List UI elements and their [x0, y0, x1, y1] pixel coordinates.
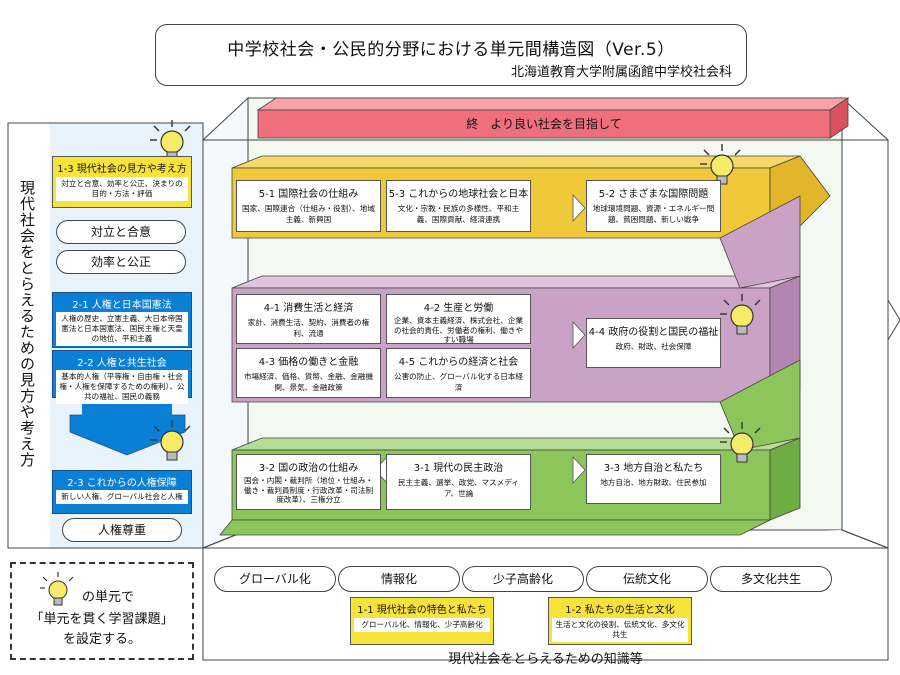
unit-1-1-body: グローバル化、情報化、少子高齢化: [354, 618, 490, 632]
base-oval-aging: 少子高齢化: [462, 566, 584, 592]
unit-1-2-body: 生活と文化の役割、伝統文化、多文化共生: [552, 618, 688, 642]
legend-line-1: の単元で: [82, 590, 135, 605]
unit-4-3-title: 4-3 価格の働きと金融: [258, 357, 359, 368]
left-side-label: 現代社会をとらえるための見方や考え方: [18, 180, 36, 468]
unit-4-2: 4-2 生産と労働 企業、資本主義経済、株式会社、企業の社会的責任、労働者の権利…: [386, 294, 531, 344]
unit-2-3-title: 2-3 これからの人権保障: [67, 478, 177, 489]
legend-line-3: を設定する。: [62, 632, 141, 647]
lightbulb-icon: [720, 422, 761, 463]
unit-1-2-title: 1-2 私たちの生活と文化: [565, 605, 675, 616]
oval-conflict-agreement: 対立と合意: [56, 220, 186, 244]
legend-line-2: 「単元を貫く学習課題」: [30, 612, 174, 627]
unit-4-4: 4-4 政府の役割と国民の福祉 政府、財政、社会保障: [586, 318, 721, 368]
unit-3-1-body: 民主主義、選挙、政党、マスメディア、世論: [398, 478, 519, 498]
unit-2-3: 2-3 これからの人権保障 新しい人権、グローバル社会と人権: [52, 470, 192, 514]
unit-5-1-body: 国家、国際連合（仕組み・役割）、地域主義、新興国: [242, 204, 375, 224]
unit-2-3-body: 新しい人権、グローバル社会と人権: [56, 490, 188, 504]
unit-5-2: 5-2 さまざまな国際問題 地球環境問題、資源・エネルギー問題、貧困問題、新しい…: [586, 180, 721, 232]
unit-2-1: 2-1 人権と日本国憲法 人権の歴史、立憲主義、大日本帝国憲法と日本国憲法、国民…: [52, 292, 192, 348]
unit-1-2: 1-2 私たちの生活と文化 生活と文化の役割、伝統文化、多文化共生: [548, 597, 692, 645]
unit-4-1-title: 4-1 消費生活と経済: [263, 303, 354, 314]
unit-4-3: 4-3 価格の働きと金融 市場経済、価格、貨幣、金融、金融機関、景気、金融政策: [236, 348, 381, 398]
page-subtitle: 北海道教育大学附属函館中学校社会科: [510, 65, 732, 80]
unit-3-1: 3-1 現代の民主政治 民主主義、選挙、政党、マスメディア、世論: [386, 454, 531, 510]
unit-4-2-title: 4-2 生産と労働: [423, 303, 494, 314]
unit-1-3: 1-3 現代社会の見方や考え方 対立と合意、効率と公正、決まりの目的・方法・評価: [52, 156, 192, 208]
oval-human-rights: 人権尊重: [62, 518, 182, 542]
unit-4-5-title: 4-5 これからの経済と社会: [398, 357, 519, 368]
unit-3-1-title: 3-1 現代の民主政治: [413, 463, 504, 474]
base-oval-multiculture: 多文化共生: [710, 566, 832, 592]
base-label: 現代社会をとらえるための知識等: [448, 652, 643, 667]
oval-efficiency-fairness: 効率と公正: [56, 250, 186, 274]
unit-4-3-body: 市場経済、価格、貨幣、金融、金融機関、景気、金融政策: [243, 372, 374, 392]
unit-2-2: 2-2 人権と共生社会 基本的人権（平等権・自由権・社会権・人権を保障するための…: [52, 350, 192, 404]
lightbulb-icon: [720, 294, 761, 335]
unit-3-3-body: 地方自治、地方財政、住民参加: [600, 478, 707, 487]
title-box: 中学校社会・公民的分野における単元間構造図（Ver.5） 北海道教育大学附属函館…: [155, 24, 747, 86]
unit-5-3-title: 5-3 これからの地球社会と日本: [388, 189, 529, 200]
unit-5-2-body: 地球環境問題、資源・エネルギー問題、貧困問題、新しい戦争: [592, 204, 715, 224]
base-oval-tradition: 伝統文化: [586, 566, 708, 592]
unit-3-3: 3-3 地方自治と私たち 地方自治、地方財政、住民参加: [586, 454, 721, 504]
unit-4-2-body: 企業、資本主義経済、株式会社、企業の社会的責任、労働者の権利、働きやすい職場: [393, 316, 524, 344]
unit-2-2-title: 2-2 人権と共生社会: [77, 358, 167, 369]
unit-5-1-title: 5-1 国際社会の仕組み: [258, 189, 359, 200]
unit-3-2-body: 国会・内閣・裁判所（地位・仕組み・働き・裁判員制度・行政改革・司法制度改革）、三…: [243, 476, 374, 504]
unit-4-4-title: 4-4 政府の役割と国民の福祉: [588, 327, 719, 338]
unit-4-1-body: 家計、消費生活、契約、消費者の権利、流通: [247, 318, 370, 338]
unit-4-5: 4-5 これからの経済と社会 公害の防止、グローバル化する日本経済: [386, 348, 531, 398]
unit-2-2-body: 基本的人権（平等権・自由権・社会権・人権を保障するための権利）、公共の福祉、国民…: [56, 370, 188, 404]
base-oval-information: 情報化: [338, 566, 460, 592]
unit-4-5-body: 公害の防止、グローバル化する日本経済: [393, 372, 524, 392]
top-banner: 終 より良い社会を目指して: [466, 117, 622, 131]
unit-1-3-title: 1-3 現代社会の見方や考え方: [57, 164, 187, 175]
legend-box: の単元で 「単元を貫く学習課題」 を設定する。: [10, 562, 194, 660]
unit-2-1-body: 人権の歴史、立憲主義、大日本帝国憲法と日本国憲法、国民主権と天皇の地位、平和主義: [56, 312, 188, 346]
lightbulb-icon: [40, 572, 74, 606]
unit-1-1: 1-1 現代社会の特色と私たち グローバル化、情報化、少子高齢化: [350, 597, 494, 645]
unit-4-4-body: 政府、財政、社会保障: [615, 342, 692, 351]
lightbulb-icon: [150, 420, 191, 461]
unit-4-1: 4-1 消費生活と経済 家計、消費生活、契約、消費者の権利、流通: [236, 294, 381, 344]
unit-3-2: 3-2 国の政治の仕組み 国会・内閣・裁判所（地位・仕組み・働き・裁判員制度・行…: [236, 454, 381, 510]
unit-1-1-title: 1-1 現代社会の特色と私たち: [357, 605, 487, 616]
unit-2-1-title: 2-1 人権と日本国憲法: [72, 300, 172, 311]
unit-3-2-title: 3-2 国の政治の仕組み: [258, 463, 359, 474]
unit-3-3-title: 3-3 地方自治と私たち: [603, 463, 704, 474]
page-title: 中学校社会・公民的分野における単元間構造図（Ver.5）: [227, 40, 675, 60]
unit-1-3-body: 対立と合意、効率と公正、決まりの目的・方法・評価: [56, 177, 188, 201]
unit-5-3-body: 文化・宗教・民族の多様性、平和主義、国際貢献、経済連携: [397, 204, 520, 224]
unit-5-1: 5-1 国際社会の仕組み 国家、国際連合（仕組み・役割）、地域主義、新興国: [236, 180, 381, 232]
unit-5-2-title: 5-2 さまざまな国際問題: [598, 189, 709, 200]
unit-5-3: 5-3 これからの地球社会と日本 文化・宗教・民族の多様性、平和主義、国際貢献、…: [386, 180, 531, 232]
base-oval-globalization: グローバル化: [214, 566, 336, 592]
